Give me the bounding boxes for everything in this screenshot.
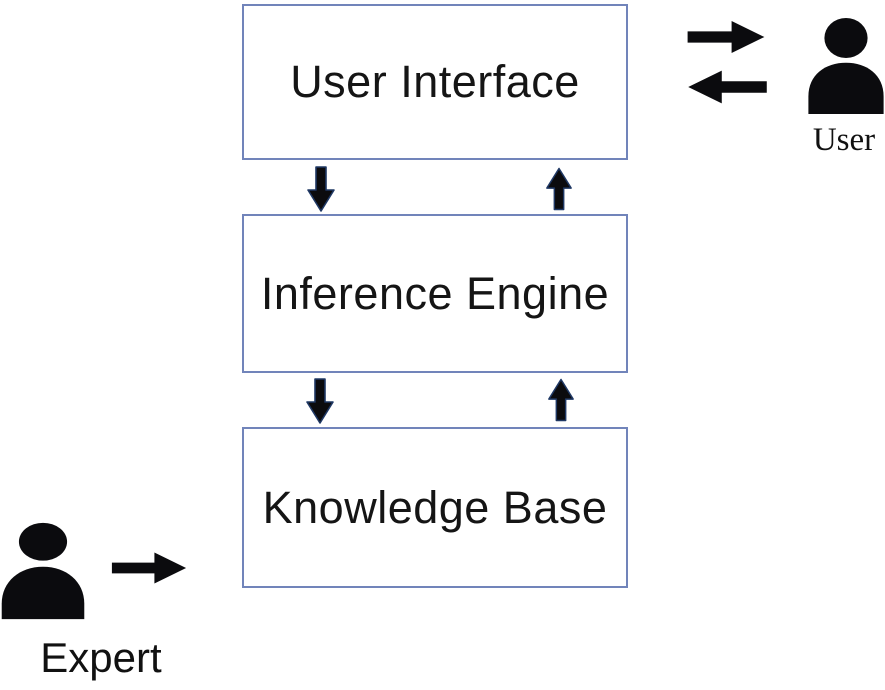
down-arrow-icon bbox=[306, 166, 336, 212]
up-arrow-icon bbox=[547, 377, 575, 423]
user-interface-box: User Interface bbox=[242, 4, 628, 160]
right-arrow-icon bbox=[686, 19, 766, 55]
down-arrow-icon bbox=[305, 378, 335, 424]
expert-person-icon bbox=[0, 521, 86, 621]
user-person-icon bbox=[806, 15, 885, 117]
user-label: User bbox=[812, 122, 876, 158]
inference-engine-label: Inference Engine bbox=[260, 267, 610, 319]
right-arrow-icon bbox=[103, 551, 195, 585]
up-arrow-icon bbox=[545, 166, 573, 212]
knowledge-base-box: Knowledge Base bbox=[242, 427, 628, 588]
user-interface-label: User Interface bbox=[290, 56, 580, 107]
left-arrow-icon bbox=[685, 69, 770, 105]
knowledge-base-label: Knowledge Base bbox=[262, 481, 608, 533]
inference-engine-box: Inference Engine bbox=[242, 214, 628, 373]
expert-label: Expert bbox=[40, 634, 162, 681]
